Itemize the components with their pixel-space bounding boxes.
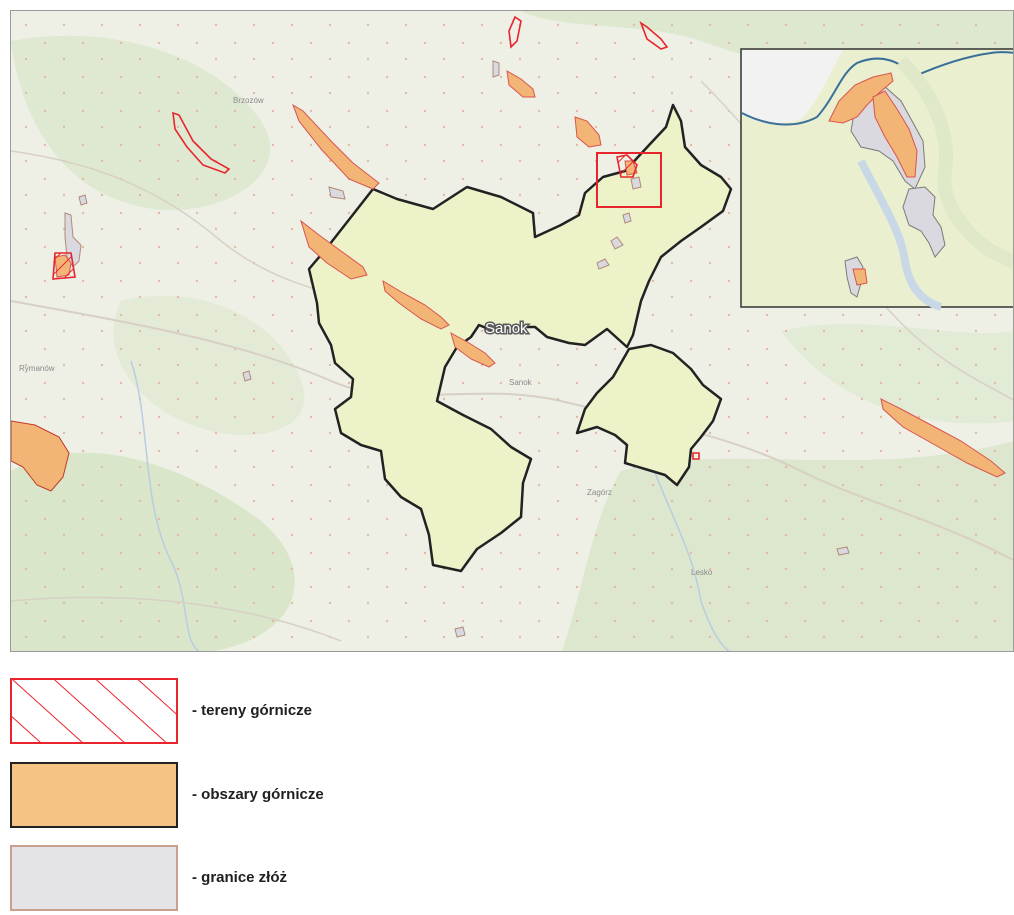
map-view[interactable]: Brzozów Rymanów Sanok Zagórz Lesko Sanok bbox=[10, 10, 1014, 652]
place-labels: Brzozów Rymanów Sanok Zagórz Lesko bbox=[19, 96, 713, 577]
fill-swatch-icon bbox=[10, 845, 178, 911]
place-label: Lesko bbox=[691, 568, 713, 577]
place-label: Rymanów bbox=[19, 364, 55, 373]
fill-swatch-icon bbox=[10, 762, 178, 828]
city-label: Sanok bbox=[485, 320, 528, 337]
legend-item-mining-area: - obszary górnicze bbox=[10, 762, 430, 832]
legend-item-deposit: - granice złóż bbox=[10, 845, 430, 915]
place-label: Sanok bbox=[509, 378, 533, 387]
legend-label: - granice złóż bbox=[192, 869, 288, 886]
legend-label: - obszary górnicze bbox=[192, 786, 324, 803]
hatch-swatch-icon bbox=[10, 678, 178, 744]
legend-item-mining-terrain: - tereny górnicze bbox=[10, 678, 430, 748]
zoom-highlight-box bbox=[596, 152, 662, 208]
mining-terrains bbox=[52, 15, 700, 460]
place-label: Brzozów bbox=[233, 96, 264, 105]
inset-map bbox=[740, 48, 1013, 311]
legend-label: - tereny górnicze bbox=[192, 702, 313, 719]
place-label: Zagórz bbox=[587, 488, 612, 497]
